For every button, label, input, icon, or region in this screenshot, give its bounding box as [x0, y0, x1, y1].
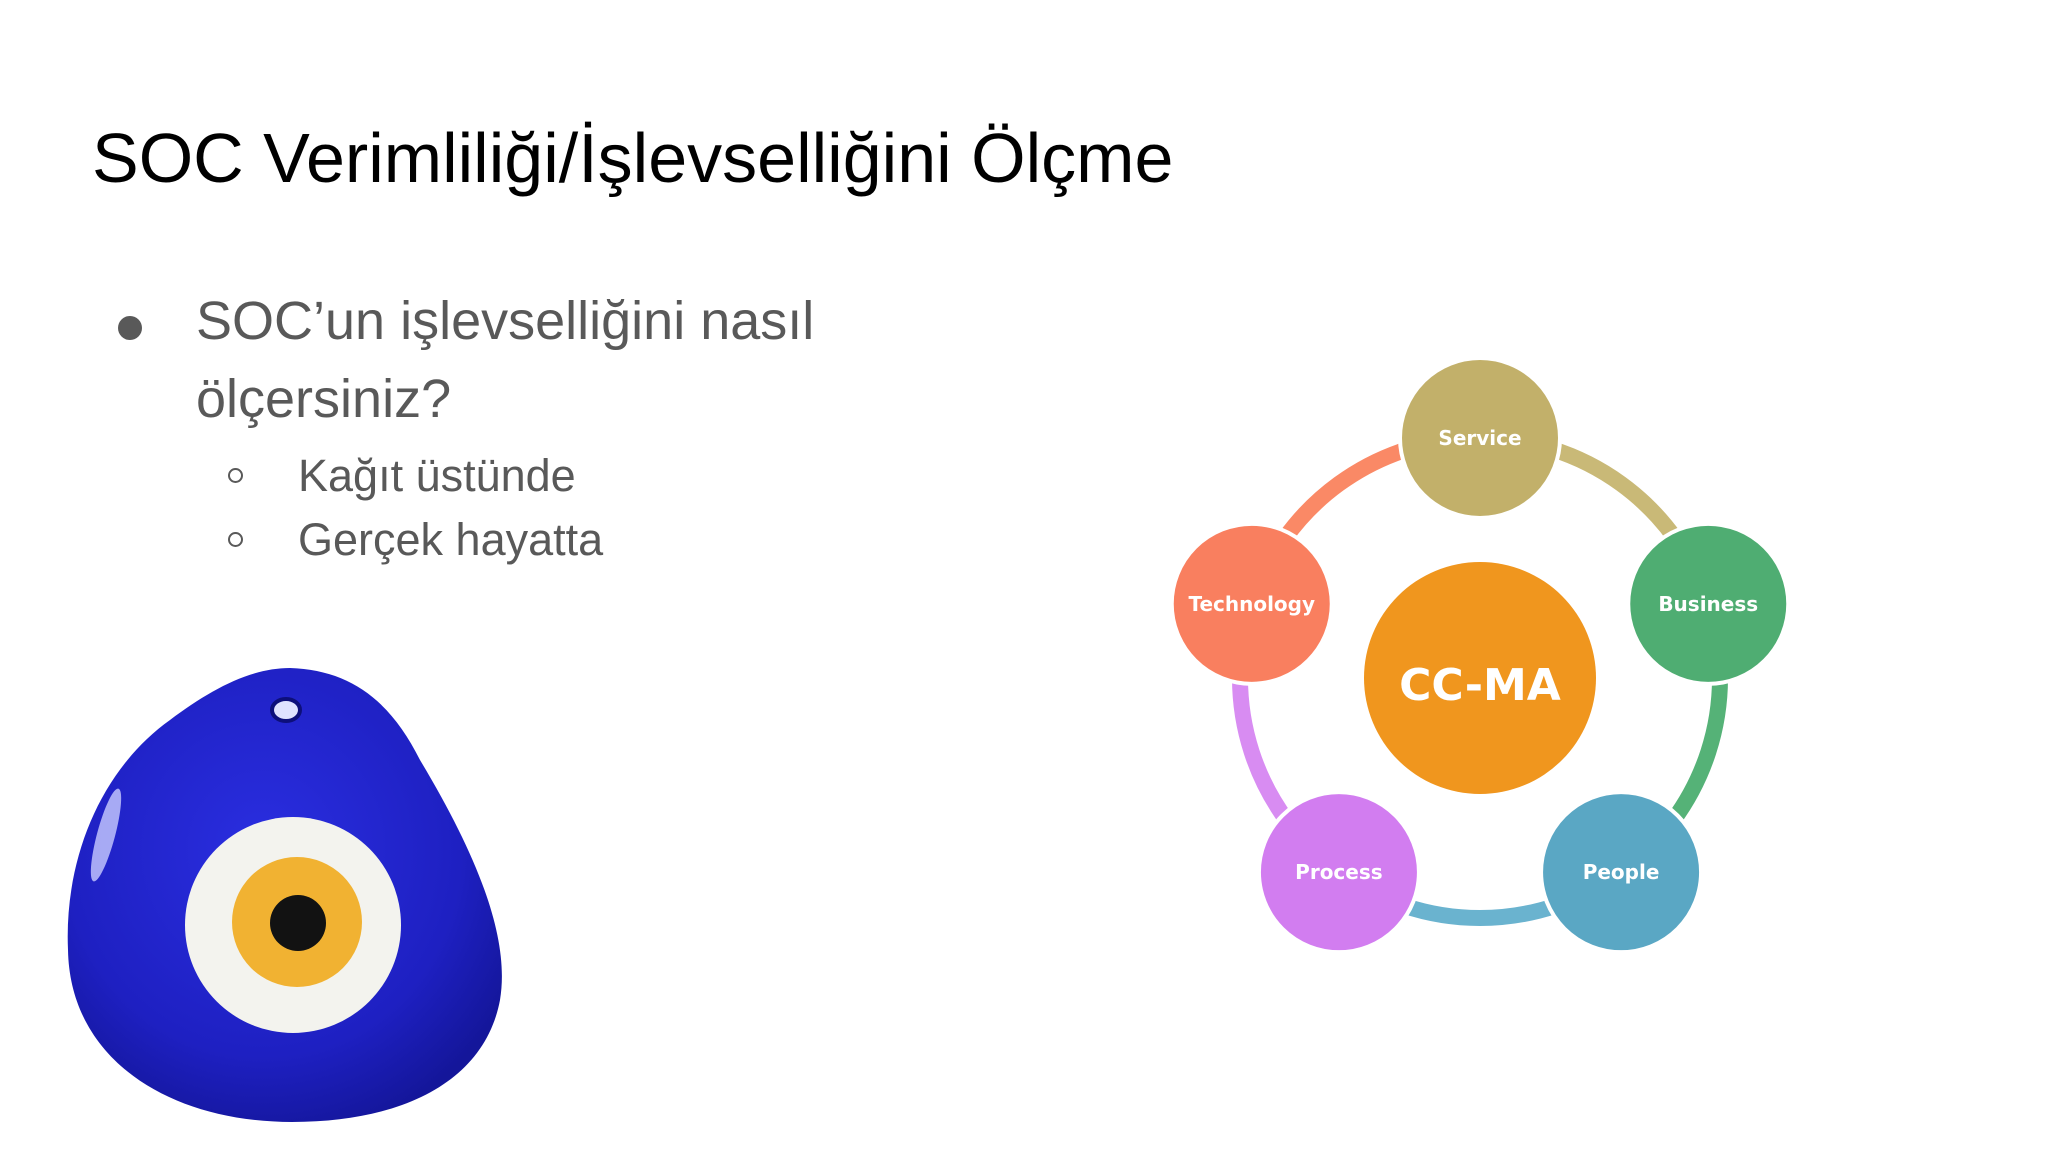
node-label: Process — [1295, 860, 1383, 884]
node-circle — [1398, 356, 1562, 520]
center-node: CC-MA — [1364, 562, 1596, 794]
center-label: CC-MA — [1399, 660, 1561, 711]
center-circle — [1364, 562, 1596, 794]
bead-hole — [270, 697, 302, 723]
sub-bullet-text: Gerçek hayatta — [298, 514, 604, 565]
sub-bullet-text: Kağıt üstünde — [298, 450, 576, 501]
bullet-dot-icon — [118, 316, 142, 340]
hollow-bullet-icon — [228, 532, 243, 547]
node-label: Technology — [1188, 592, 1315, 616]
evil-eye-bead-icon — [67, 668, 502, 1122]
node-circle — [1169, 521, 1334, 686]
sub-bullet-item: Kağıt üstünde — [112, 444, 1012, 508]
node-label: People — [1583, 860, 1660, 884]
bullet-item: SOC’un işlevselliğini nasıl ölçersiniz? — [112, 282, 1012, 438]
node-circle — [1256, 790, 1421, 955]
node-label: Service — [1438, 426, 1521, 450]
bead-highlight — [90, 788, 122, 882]
cycle-node-process: Process — [1256, 790, 1421, 955]
node-circle — [1626, 521, 1791, 686]
slide-title: SOC Verimliliği/İşlevselliğini Ölçme — [92, 119, 1174, 197]
cycle-node-people: People — [1539, 790, 1704, 955]
bullet-list: SOC’un işlevselliğini nasıl ölçersiniz? … — [112, 282, 1012, 572]
cycle-node-service: Service — [1398, 356, 1562, 520]
node-label: Business — [1658, 592, 1758, 616]
cycle-node-business: Business — [1626, 521, 1791, 686]
node-circle — [1539, 790, 1704, 955]
sub-bullet-list: Kağıt üstünde Gerçek hayatta — [112, 444, 1012, 572]
hollow-bullet-icon — [228, 468, 243, 483]
bullet-text: SOC’un işlevselliğini nasıl ölçersiniz? — [196, 291, 815, 429]
sub-bullet-item: Gerçek hayatta — [112, 508, 1012, 572]
eye-pupil — [270, 895, 326, 951]
cycle-node-technology: Technology — [1169, 521, 1334, 686]
